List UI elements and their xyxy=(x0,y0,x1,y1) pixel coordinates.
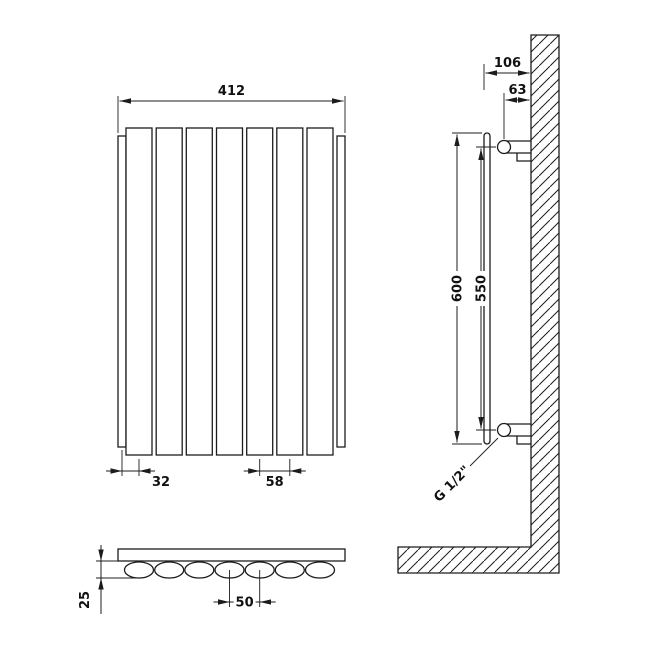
wall-section xyxy=(397,34,560,574)
front-view: 412 32 58 xyxy=(106,84,346,490)
connection-size-label: G 1/2" xyxy=(431,463,473,505)
overall-height-dimension: 600 xyxy=(449,132,482,445)
radiator-panels xyxy=(125,127,334,456)
panel-pitch-dimension: 58 xyxy=(243,459,306,490)
bracket-offset-dimension: 63 xyxy=(503,83,530,139)
tube-pitch-dimension: 50 xyxy=(213,570,276,611)
bracket-spacing-label: 550 xyxy=(475,275,490,302)
overall-height-label: 600 xyxy=(451,275,466,302)
overall-width-label: 412 xyxy=(218,84,245,99)
bracket-spacing-dimension: 550 xyxy=(473,146,496,431)
overall-width-dimension: 412 xyxy=(117,84,346,133)
top-slab xyxy=(117,548,346,562)
collector-offset-dimension: 32 xyxy=(106,450,170,490)
bottom-depth-label: 25 xyxy=(78,591,93,609)
bottom-view: 50 25 xyxy=(78,545,346,614)
wall-clearance-label: 106 xyxy=(494,56,521,71)
left-collector-tube xyxy=(117,135,127,448)
pipe-connection-bottom xyxy=(496,422,512,438)
panel-pitch-label: 58 xyxy=(266,475,284,490)
leader-line xyxy=(469,437,499,467)
mounting-bracket-top xyxy=(496,139,531,162)
collector-offset-label: 32 xyxy=(152,475,170,490)
wall-clearance-dimension: 106 xyxy=(483,56,530,90)
right-collector-tube xyxy=(336,135,346,448)
bottom-depth-dimension: 25 xyxy=(78,545,140,614)
mounting-bracket-bottom xyxy=(496,422,531,445)
pipe-connection-top xyxy=(496,139,512,155)
bracket-offset-label: 63 xyxy=(508,83,526,98)
side-view: 106 63 600 550 xyxy=(397,34,560,574)
tube-pitch-label: 50 xyxy=(236,596,254,611)
connection-size-annotation: G 1/2" xyxy=(431,437,499,506)
